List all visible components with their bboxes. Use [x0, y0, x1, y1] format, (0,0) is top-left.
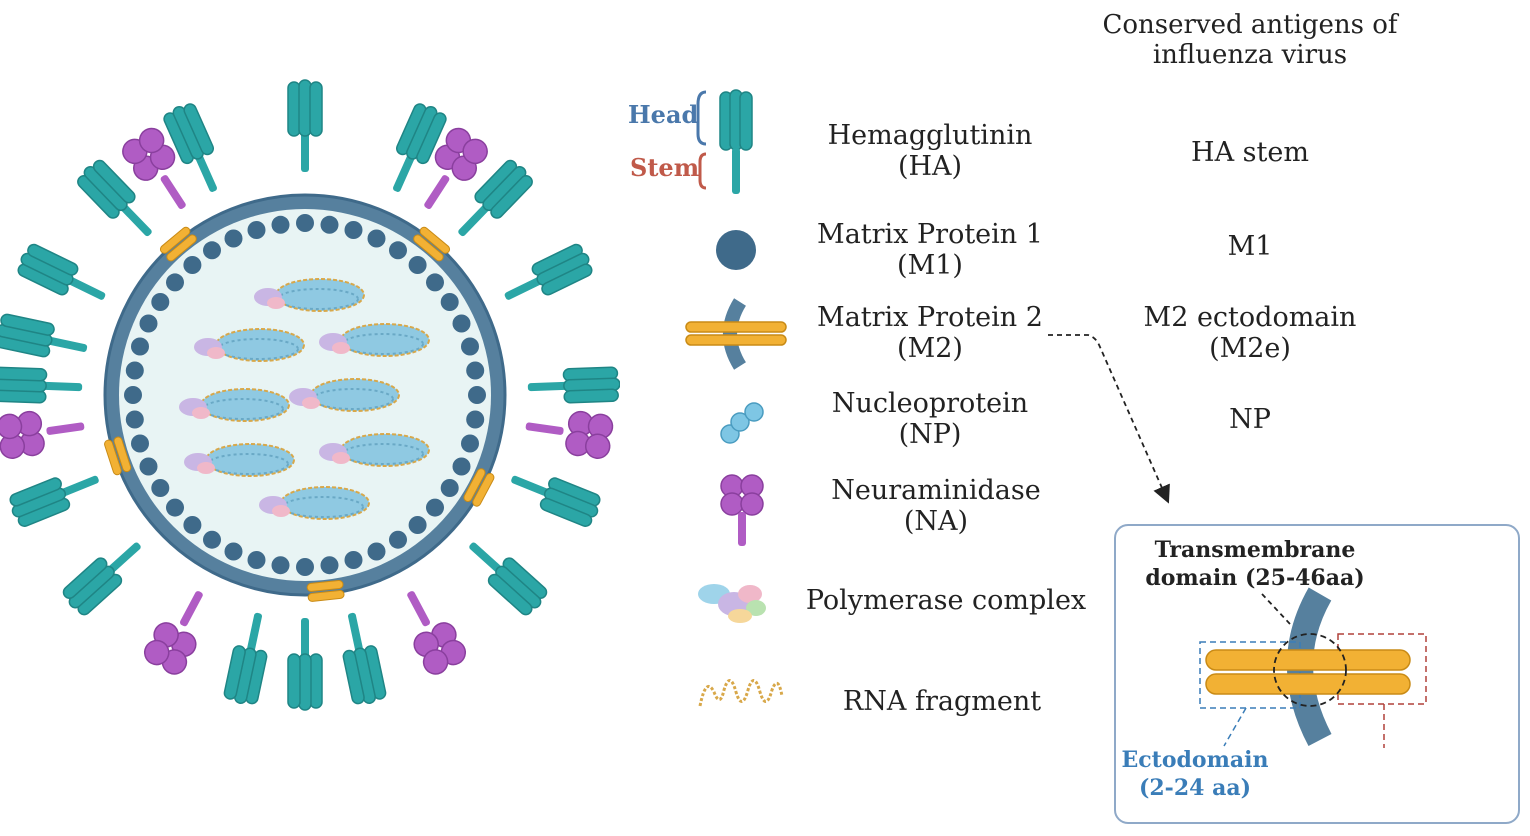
legend-label-line2: (NA) [903, 506, 969, 537]
m1-bead [247, 551, 266, 569]
legend-label-line1: Neuraminidase [831, 475, 1041, 506]
m1-bead [389, 530, 407, 549]
m1-bead [125, 361, 144, 380]
header-line2: influenza virus [1152, 40, 1348, 70]
legend-item-matrix-protein-2: Matrix Protein 2 (M2) [780, 302, 1080, 364]
legend-item-polymerase-complex: Polymerase complex [796, 585, 1096, 616]
m1-bead [440, 293, 459, 311]
antigen-ha-stem: HA stem [1100, 137, 1400, 168]
legend-label-line1: Hemagglutinin [827, 120, 1033, 151]
m1-bead [296, 214, 314, 232]
antigen-line1: M1 [1227, 231, 1273, 262]
m1-bead [131, 434, 149, 453]
antigen-m2-ectodomain: M2 ectodomain (M2e) [1100, 302, 1400, 364]
legend-label-line2: (M1) [897, 250, 963, 281]
matrix-protein-2-icon [685, 298, 787, 370]
legend-label-line2: (M2) [897, 333, 963, 364]
m1-bead [151, 293, 170, 311]
m1-bead [166, 273, 184, 292]
m1-bead [408, 516, 427, 534]
ecto-line1: Ectodomain [1121, 747, 1269, 773]
m1-bead [468, 386, 486, 404]
legend-item-rna-fragment: RNA fragment [792, 686, 1092, 717]
ecto-line2: (2-24 aa) [1138, 775, 1252, 801]
legend-label-line1: Matrix Protein 1 [817, 219, 1043, 250]
transmembrane-domain-label: Transmembrane domain (25-46aa) [1130, 536, 1380, 592]
antigen-line1: NP [1229, 404, 1271, 435]
m1-bead [389, 241, 407, 260]
antigen-m1: M1 [1100, 231, 1400, 262]
polymerase-complex-icon [698, 584, 766, 623]
m1-bead [296, 558, 314, 576]
m1-bead [461, 337, 479, 356]
m1-bead [408, 256, 427, 274]
m1-bead [344, 551, 363, 569]
m1-bead [461, 434, 479, 453]
m1-bead [224, 229, 243, 248]
legend-item-matrix-protein-1: Matrix Protein 1 (M1) [780, 219, 1080, 281]
tm-line1: Transmembrane [1154, 537, 1356, 563]
m1-bead [320, 556, 339, 575]
m1-bead [203, 241, 221, 260]
m1-bead [452, 457, 471, 476]
legend-label-line1: Matrix Protein 2 [817, 302, 1043, 333]
m1-bead [466, 410, 485, 429]
legend-item-nucleoprotein: Nucleoprotein (NP) [780, 388, 1080, 450]
legend-item-neuraminidase: Neuraminidase (NA) [786, 475, 1086, 537]
m1-bead [426, 273, 444, 292]
m1-bead [131, 337, 149, 356]
legend-label-line1: Nucleoprotein [831, 388, 1029, 419]
m1-bead [426, 498, 444, 517]
m1-bead [344, 221, 363, 239]
m1-bead [271, 215, 290, 234]
tm-line2: domain (25-46aa) [1145, 565, 1365, 591]
m1-bead [139, 457, 158, 476]
legend-label-line2: (HA) [897, 151, 963, 182]
virus-particle-diagram [0, 79, 620, 711]
m1-bead [247, 221, 266, 239]
m1-bead [183, 516, 202, 534]
rna-fragment-icon [698, 679, 784, 707]
legend-label-line2: (NP) [898, 419, 962, 450]
m1-bead [320, 215, 339, 234]
m1-bead [466, 361, 485, 380]
header-line1: Conserved antigens of [1102, 10, 1398, 40]
m1-bead [124, 386, 142, 404]
m1-bead [166, 498, 184, 517]
m1-bead [367, 542, 386, 561]
antigens-column-header: Conserved antigens of influenza virus [1100, 10, 1400, 70]
m1-bead [452, 314, 471, 333]
head-label: Head [628, 100, 699, 129]
nucleoprotein-icon [720, 402, 764, 444]
hemagglutinin-icon [696, 89, 753, 194]
antigen-line2: (M2e) [1209, 333, 1291, 364]
legend-item-hemagglutinin: Hemagglutinin (HA) [780, 120, 1080, 182]
m1-bead [367, 229, 386, 248]
legend-label-line1: Polymerase complex [805, 585, 1087, 616]
m1-bead [440, 479, 459, 497]
matrix-protein-1-icon [716, 230, 756, 270]
m1-bead [271, 556, 290, 575]
ectodomain-label: Ectodomain (2-24 aa) [1110, 746, 1280, 802]
antigen-line1: HA stem [1191, 137, 1309, 168]
stem-label: Stem [630, 153, 700, 182]
antigen-np: NP [1100, 404, 1400, 435]
neuraminidase-icon [720, 474, 764, 546]
m2-zoom-arrow [1048, 334, 1170, 504]
antigen-line1: M2 ectodomain [1143, 302, 1357, 333]
legend-label-line1: RNA fragment [842, 686, 1042, 717]
m1-bead [139, 314, 158, 333]
m1-bead [224, 542, 243, 561]
m2-detail-illustration [1199, 587, 1427, 748]
m1-bead [183, 256, 202, 274]
m1-bead [203, 530, 221, 549]
m1-bead [151, 479, 170, 497]
m1-bead [125, 410, 144, 429]
